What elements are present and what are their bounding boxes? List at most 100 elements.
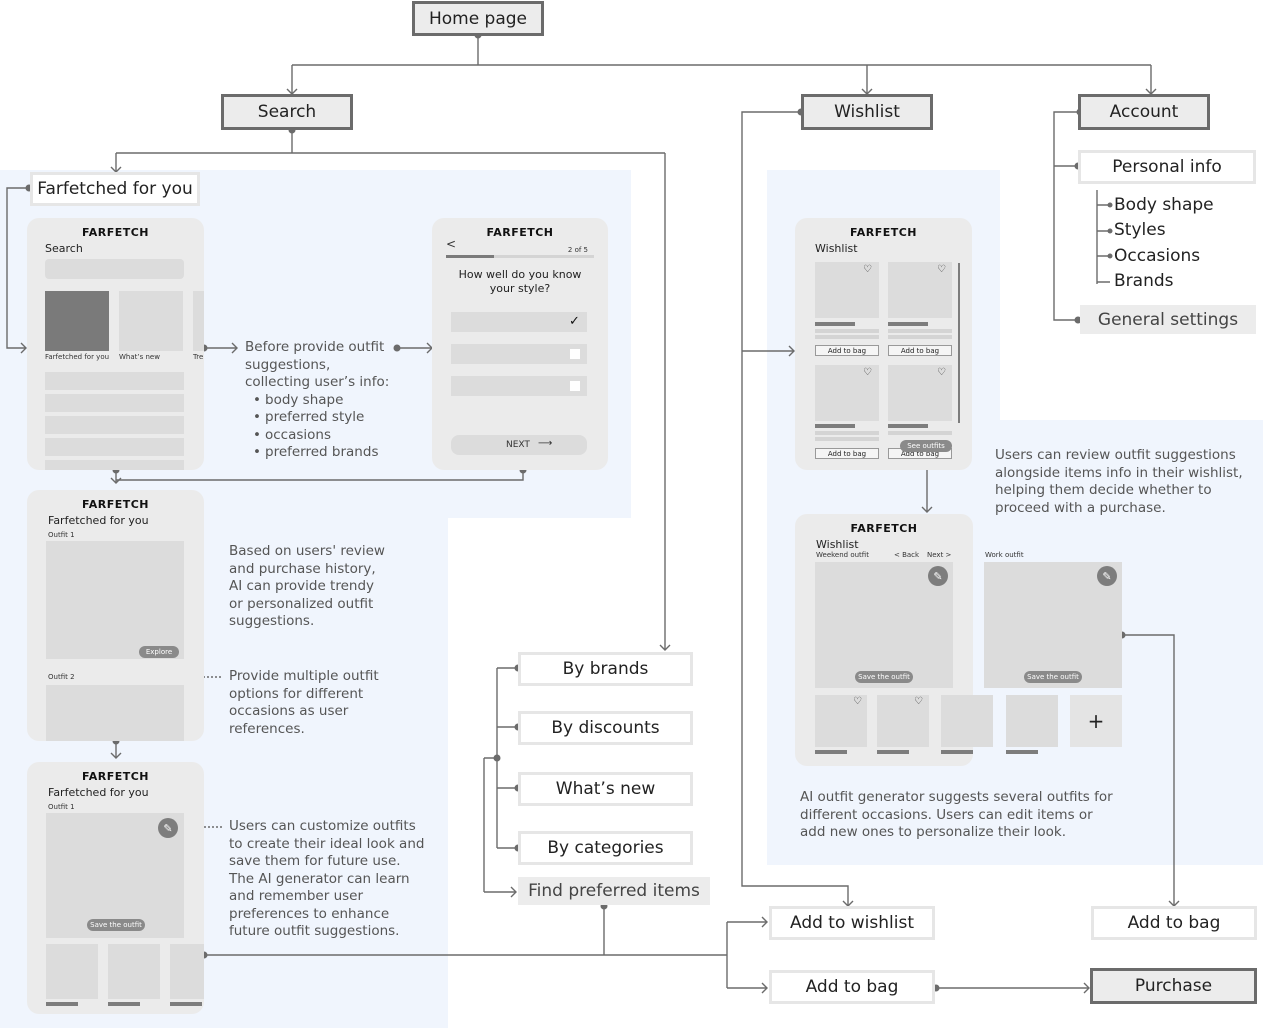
heart-icon[interactable]: ♡ [863, 264, 872, 275]
tile-image[interactable] [193, 291, 204, 351]
quiz-option[interactable] [451, 376, 587, 396]
home-page-node[interactable]: Home page [412, 1, 544, 36]
list-row[interactable] [45, 416, 184, 434]
account-item-occasions[interactable]: Occasions [1114, 246, 1201, 266]
heart-icon[interactable]: ♡ [937, 264, 946, 275]
tile-image[interactable] [119, 291, 183, 351]
item-caption-bar [46, 1002, 78, 1006]
quiz-option[interactable] [451, 312, 587, 332]
next-link[interactable]: Next > [927, 551, 952, 559]
save-outfit-button[interactable]: Save the outfit [1024, 671, 1082, 683]
add-to-bag-button[interactable]: Add to bag [815, 345, 879, 356]
by-categories-node[interactable]: By categories [518, 831, 693, 865]
account-item-body-shape[interactable]: Body shape [1114, 195, 1214, 215]
list-row[interactable] [45, 372, 184, 390]
item-thumbnail[interactable] [46, 944, 98, 999]
account-node[interactable]: Account [1078, 94, 1210, 130]
scrollbar[interactable] [958, 263, 960, 423]
item-caption-bar [815, 750, 847, 754]
tile-label: Farfetched for you [45, 353, 110, 361]
save-outfit-button[interactable]: Save the outfit [855, 671, 913, 683]
note-bullet: preferred brands [245, 444, 389, 462]
outfit-image[interactable] [46, 541, 184, 659]
note-line: alongside items info in their wishlist, [995, 464, 1243, 481]
back-icon[interactable]: < [446, 237, 457, 251]
note-line: preferences to enhance [229, 905, 390, 922]
progress-fill [446, 255, 494, 258]
heart-icon[interactable]: ♡ [853, 696, 862, 707]
add-to-bag-button[interactable]: Add to bag [815, 448, 879, 459]
outfit-image[interactable] [46, 685, 184, 741]
list-row[interactable] [45, 460, 184, 470]
product-info-bar [815, 431, 879, 435]
item-thumbnail[interactable] [941, 695, 993, 747]
item-thumbnail[interactable] [170, 944, 204, 999]
tile-label: What’s new [119, 353, 160, 361]
search-node[interactable]: Search [221, 94, 353, 130]
item-thumbnail[interactable] [108, 944, 160, 999]
see-outfits-button[interactable]: See outfits [900, 440, 952, 452]
note-line: suggestions. [229, 613, 315, 629]
note-bullet: occasions [245, 427, 389, 445]
add-item-button[interactable]: + [1070, 695, 1122, 747]
account-item-styles[interactable]: Styles [1114, 220, 1166, 240]
note-collect-info: Before provide outfit suggestions, colle… [245, 339, 389, 462]
save-outfit-button[interactable]: Save the outfit [87, 919, 145, 931]
product-image[interactable] [888, 262, 952, 318]
by-brands-node[interactable]: By brands [518, 652, 693, 686]
note-line: proceed with a purchase. [995, 499, 1166, 516]
item-caption-bar [108, 1002, 140, 1006]
note-line: occasions as user [229, 703, 349, 719]
checkbox[interactable] [570, 349, 580, 359]
search-input[interactable] [45, 259, 184, 279]
item-caption-bar [941, 750, 973, 754]
quiz-option[interactable] [451, 344, 587, 364]
back-link[interactable]: < Back [894, 551, 920, 559]
next-label: NEXT [506, 440, 530, 450]
note-line: or personalized outfit [229, 595, 374, 612]
account-item-brands[interactable]: Brands [1114, 271, 1174, 291]
note-line: AI can provide trendy [229, 578, 375, 594]
brand-logo: FARFETCH [81, 770, 150, 783]
product-info-bar [888, 329, 952, 333]
tile-image[interactable] [45, 291, 109, 351]
find-preferred-items-node[interactable]: Find preferred items [518, 877, 710, 905]
arrow-right-icon: ⟶ [538, 438, 553, 449]
item-thumbnail[interactable] [1006, 695, 1058, 747]
wishlist-node[interactable]: Wishlist [801, 94, 933, 130]
add-to-bag-left-node[interactable]: Add to bag [769, 970, 935, 1004]
note-line: to create their ideal look and [229, 835, 425, 852]
edit-icon[interactable]: ✎ [158, 818, 178, 838]
farfetched-for-you-node[interactable]: Farfetched for you [30, 172, 200, 206]
add-to-wishlist-node[interactable]: Add to wishlist [769, 906, 935, 940]
note-wishlist-review: Users can review outfit suggestions alon… [995, 447, 1243, 517]
purchase-node[interactable]: Purchase [1090, 968, 1257, 1004]
explore-button[interactable]: Explore [139, 646, 179, 658]
list-row[interactable] [45, 394, 184, 412]
list-row[interactable] [45, 438, 184, 456]
heart-icon[interactable]: ♡ [937, 367, 946, 378]
quiz-question-line: How well do you know [458, 268, 582, 281]
edit-icon[interactable]: ✎ [928, 566, 948, 586]
whats-new-node[interactable]: What’s new [518, 772, 693, 806]
by-discounts-node[interactable]: By discounts [518, 711, 693, 745]
note-line: collecting user’s info: [245, 374, 390, 390]
product-info-bar [815, 335, 879, 339]
checkbox[interactable] [570, 381, 580, 391]
add-to-bag-button[interactable]: Add to bag [888, 345, 952, 356]
heart-icon[interactable]: ♡ [914, 696, 923, 707]
outfit-label: Outfit 1 [48, 531, 75, 539]
note-line: suggestions, [245, 356, 331, 373]
personal-info-node[interactable]: Personal info [1078, 150, 1256, 184]
item-caption-bar [1006, 750, 1038, 754]
screen-title: Wishlist [816, 538, 859, 551]
item-caption-bar [170, 1002, 202, 1006]
heart-icon[interactable]: ♡ [863, 367, 872, 378]
edit-icon[interactable]: ✎ [1097, 566, 1117, 586]
product-name-bar [815, 322, 855, 326]
general-settings-node[interactable]: General settings [1080, 305, 1256, 334]
note-line: references. [229, 720, 305, 737]
add-to-bag-right-node[interactable]: Add to bag [1091, 906, 1257, 940]
brand-logo: FARFETCH [849, 226, 918, 239]
screen-title: Wishlist [815, 242, 858, 255]
